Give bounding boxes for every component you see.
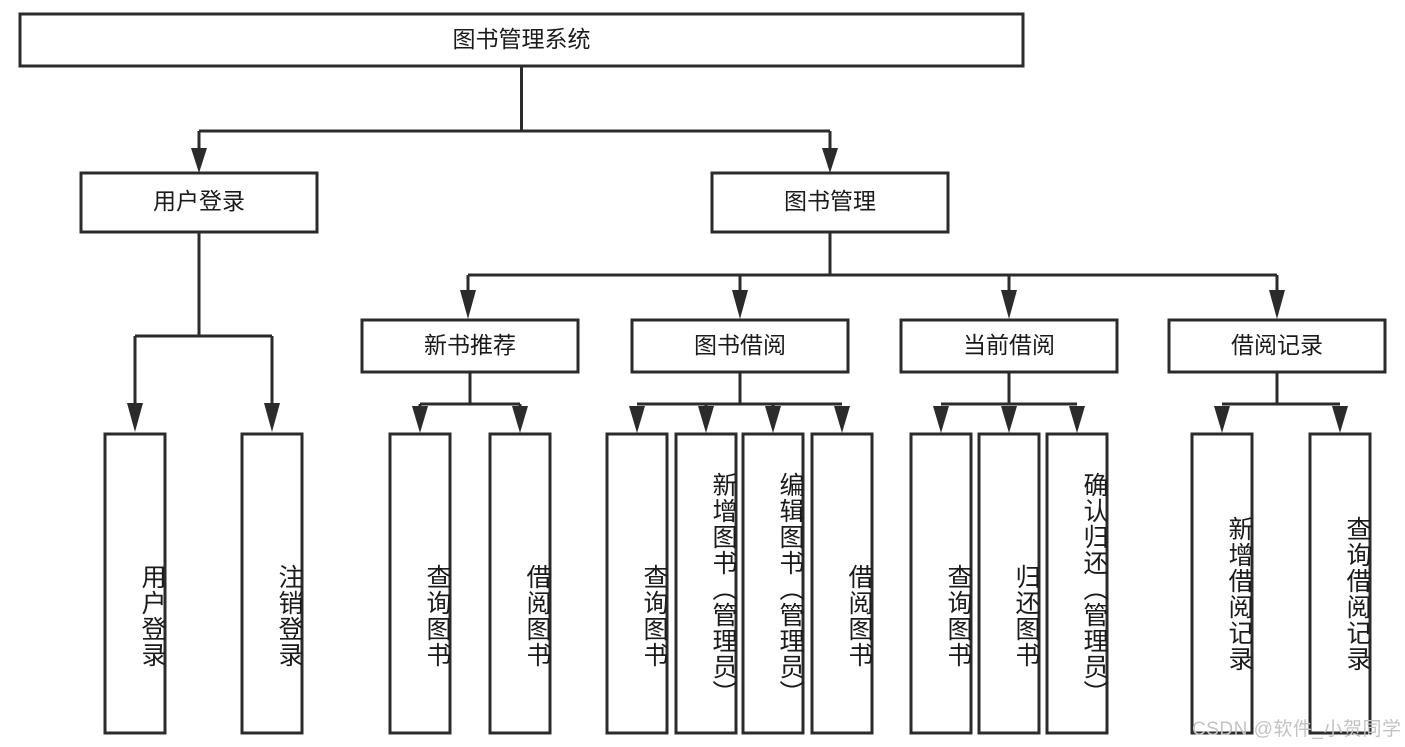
arrow-icon-nb-leaf-1 (412, 406, 428, 433)
connector-group-new-book (412, 372, 528, 433)
connector-group-book-borrow (629, 372, 850, 433)
node-book-mgmt-box[interactable] (710, 171, 950, 234)
connector-group-borrow-record (1214, 372, 1348, 433)
arrow-icon-book-mgmt (822, 148, 838, 173)
arrow-icon-user-login (191, 148, 207, 173)
arrow-icon-new-book (460, 290, 476, 319)
arrow-icon-current-borrow (1001, 290, 1017, 319)
node-new-book-label: 新书推荐 (424, 332, 516, 358)
node-book-mgmt-label: 图书管理 (784, 188, 876, 214)
node-current-borrow-label: 当前借阅 (963, 332, 1055, 358)
connector-group-current-borrow (933, 372, 1085, 433)
node-new-book-box[interactable] (360, 318, 580, 374)
node-book-borrow-box[interactable] (630, 318, 850, 374)
leaf-box-user-login-1[interactable] (103, 432, 167, 735)
arrow-icon-borrow-record (1269, 290, 1285, 319)
leaf-box-book-borrow-1[interactable] (605, 432, 669, 735)
leaf-box-borrow-record-2[interactable] (1308, 432, 1372, 735)
node-borrow-record-box[interactable] (1167, 318, 1387, 374)
leaf-box-borrow-record-1[interactable] (1190, 432, 1254, 735)
watermark-label: CSDN @软件_小贺同学 (1192, 719, 1402, 740)
node-user-login-box[interactable] (79, 171, 319, 234)
leaf-box-book-borrow-2[interactable] (674, 432, 738, 735)
connector-group-root (191, 66, 838, 173)
leaf-box-book-borrow-3[interactable] (741, 432, 805, 735)
arrow-icon-ul-leaf-1 (127, 403, 143, 432)
arrow-icon-ul-leaf-2 (264, 403, 280, 432)
leaf-box-current-borrow-2[interactable] (977, 432, 1041, 735)
node-user-login-label: 用户登录 (153, 188, 245, 214)
arrow-icon-book-borrow (732, 290, 748, 319)
connector-group-book-mgmt (460, 232, 1285, 319)
leaf-box-current-borrow-1[interactable] (909, 432, 973, 735)
leaf-box-user-login-2[interactable] (240, 432, 304, 735)
arrow-icon-cb-leaf-2 (1001, 406, 1017, 433)
arrow-icon-bb-leaf-1 (629, 406, 645, 433)
node-current-borrow-box[interactable] (899, 318, 1119, 374)
arrow-icon-bb-leaf-4 (834, 406, 850, 433)
arrow-icon-cb-leaf-3 (1069, 406, 1085, 433)
connector-group-user-login (127, 232, 280, 432)
node-book-borrow-label: 图书借阅 (694, 332, 786, 358)
node-root-box[interactable] (18, 12, 1025, 68)
leaf-box-book-borrow-4[interactable] (810, 432, 874, 735)
arrow-icon-br-leaf-2 (1332, 406, 1348, 433)
leaf-box-current-borrow-3[interactable] (1045, 432, 1109, 735)
arrow-icon-bb-leaf-3 (765, 406, 781, 433)
node-borrow-record-label: 借阅记录 (1231, 332, 1323, 358)
arrow-icon-br-leaf-1 (1214, 406, 1230, 433)
node-root-label: 图书管理系统 (453, 26, 591, 52)
arrow-icon-nb-leaf-2 (512, 406, 528, 433)
leaf-box-new-book-1[interactable] (388, 432, 452, 735)
arrow-icon-bb-leaf-2 (698, 406, 714, 433)
leaf-box-new-book-2[interactable] (488, 432, 552, 735)
arrow-icon-cb-leaf-1 (933, 406, 949, 433)
